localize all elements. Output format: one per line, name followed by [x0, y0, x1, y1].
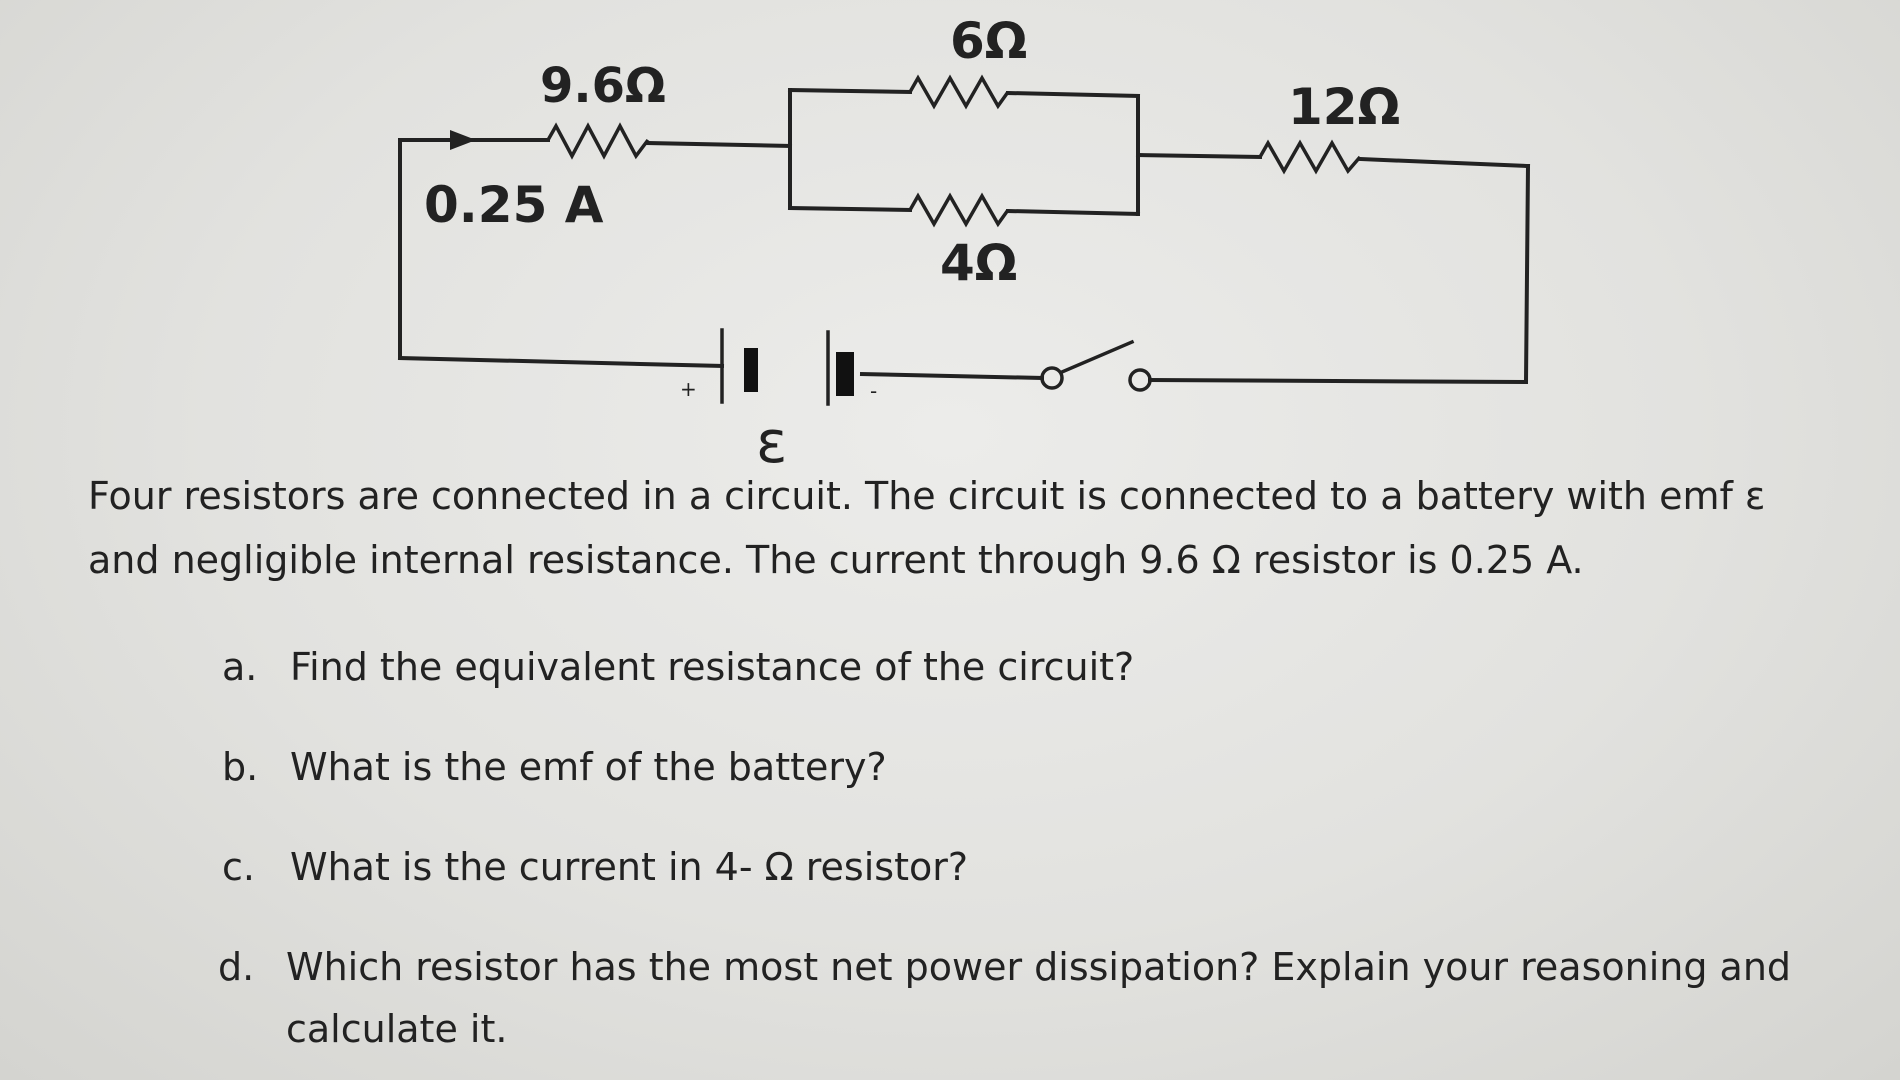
question-letter: d. — [218, 945, 255, 989]
resistor-9-6-zigzag — [546, 122, 650, 160]
resistor-6-label: 6Ω — [950, 12, 1027, 70]
question-letter: c. — [222, 845, 255, 889]
problem-intro: Four resistors are connected in a circui… — [88, 474, 1766, 582]
wire-4-right — [1005, 208, 1141, 217]
resistor-12-zigzag — [1258, 139, 1362, 175]
battery-cell-right — [836, 352, 854, 396]
switch-lever — [1059, 339, 1135, 375]
wire-after-12 — [1357, 156, 1531, 169]
resistor-4-label: 4Ω — [940, 234, 1017, 292]
wire-right — [1523, 163, 1531, 385]
wire-bottom-left — [397, 355, 725, 369]
switch-right-terminal-icon — [1128, 368, 1152, 392]
wire-6-left — [787, 87, 913, 95]
question-text: What is the emf of the battery? — [290, 745, 887, 789]
resistor-4-zigzag — [908, 192, 1010, 228]
wire-after-9-6 — [645, 140, 793, 149]
wire-switch-battery — [859, 371, 1045, 381]
question-text: Which resistor has the most net power di… — [286, 945, 1792, 1051]
question-letter: b. — [222, 745, 259, 789]
question-text: Find the equivalent resistance of the ci… — [290, 645, 1135, 689]
battery-minus-label: - — [870, 379, 877, 403]
battery-plus-label: + — [680, 377, 697, 401]
resistor-9-6-label: 9.6Ω — [540, 58, 666, 114]
question-text: What is the current in 4- Ω resistor? — [290, 845, 969, 889]
wire-bottom-right — [1147, 377, 1529, 385]
switch-left-terminal-icon — [1040, 366, 1064, 390]
resistor-12-label: 12Ω — [1288, 78, 1400, 136]
current-label: 0.25 A — [424, 176, 604, 234]
battery-cell-left — [744, 348, 758, 392]
circuit-diagram: 9.6Ω 6Ω 4Ω 12Ω 0.25 A ε + - — [397, 12, 1531, 470]
wire-4-left — [787, 205, 913, 213]
wire-to-12 — [1135, 152, 1263, 160]
emf-symbol: ε — [756, 408, 787, 470]
resistor-6-zigzag — [908, 74, 1010, 110]
current-arrow-icon — [450, 130, 476, 150]
question-letter: a. — [222, 645, 258, 689]
wire-6-right — [1005, 90, 1141, 99]
